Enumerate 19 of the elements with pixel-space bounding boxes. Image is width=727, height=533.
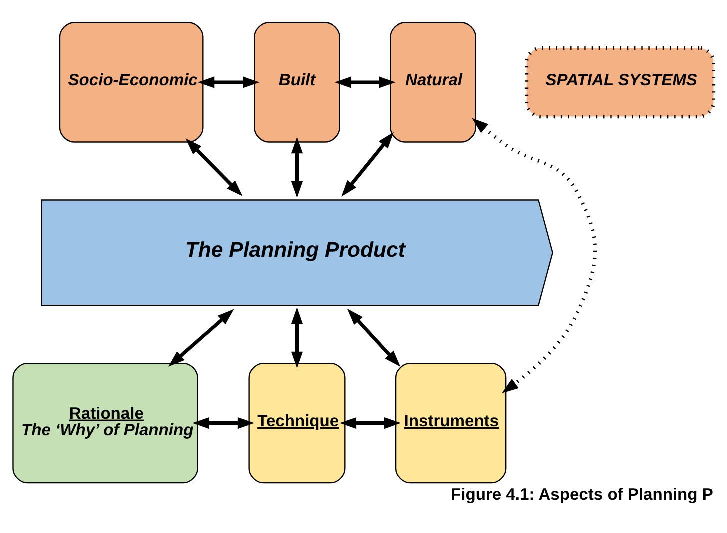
node-box: SPATIAL SYSTEMS	[525, 46, 716, 119]
arrow	[168, 309, 234, 367]
arrow	[334, 76, 396, 88]
node-box: Built	[254, 22, 340, 143]
node-box: Natural	[390, 22, 476, 143]
node-box: Technique	[248, 362, 346, 484]
node-box: Instruments	[395, 362, 507, 484]
arrow	[347, 308, 401, 368]
arrow	[291, 137, 304, 198]
caption: Figure 4.1: Aspects of Planning P	[451, 484, 714, 504]
arrow	[342, 132, 394, 197]
arrow	[198, 76, 260, 88]
arrow	[192, 417, 255, 430]
arrow	[340, 417, 402, 430]
arrow	[291, 307, 304, 368]
arrow	[472, 118, 598, 394]
node-box: Rationale The ‘Why’ of Planning	[12, 362, 198, 484]
node-box: Socio-Economic	[59, 22, 204, 143]
arrow	[186, 138, 243, 197]
